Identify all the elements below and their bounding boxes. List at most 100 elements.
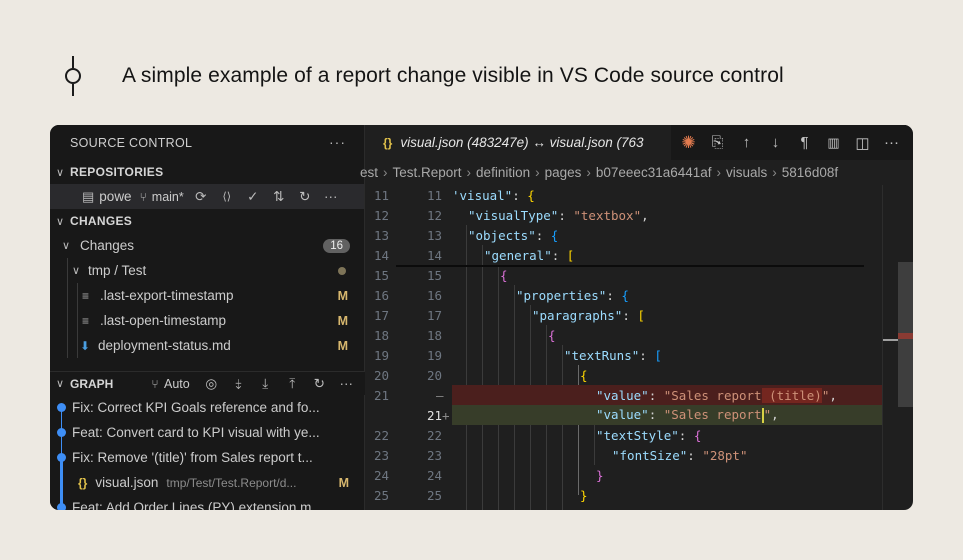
file-name: .last-open-timestamp	[100, 313, 227, 328]
overview-deleted-marker	[898, 333, 913, 339]
branch-name[interactable]: main*	[151, 189, 184, 204]
json-file-icon: {}	[78, 475, 88, 490]
commit-file-row[interactable]: {} visual.json tmp/Test/Test.Report/d...…	[50, 470, 365, 495]
breadcrumb-item[interactable]: pages	[544, 165, 582, 180]
source-control-sidebar: SOURCE CONTROL ··· ∨ REPOSITORIES ▤ powe…	[50, 125, 365, 510]
more-icon[interactable]: ···	[884, 134, 899, 151]
chevron-down-icon: ∨	[72, 265, 81, 277]
diff-editor: {} visual.json (483247e) ↔ visual.json (…	[360, 125, 913, 510]
next-change-icon[interactable]: ↓	[771, 134, 780, 151]
open-file-icon[interactable]: ⎘	[711, 134, 724, 151]
commit-row[interactable]: Feat: Convert card to KPI visual with ye…	[50, 420, 365, 445]
previous-change-icon[interactable]: ↑	[742, 134, 751, 151]
commit-dot-icon	[57, 453, 66, 462]
commit-file-name: visual.json	[95, 475, 159, 490]
graph-auto-button[interactable]: Auto	[164, 376, 190, 391]
caption-text: A simple example of a report change visi…	[122, 64, 784, 87]
show-whitespace-icon[interactable]: ¶	[800, 134, 809, 151]
commit-dot-icon	[57, 503, 66, 510]
sticky-scroll-shadow	[396, 265, 864, 267]
removed-marker-icon: —	[436, 387, 444, 403]
commit-row[interactable]: Fix: Correct KPI Goals reference and fo.…	[50, 395, 365, 420]
file-row[interactable]: ⬇ deployment-status.md M	[50, 333, 364, 358]
chevron-down-icon: ∨	[56, 215, 65, 228]
modified-badge: M	[337, 313, 348, 328]
diff-overview-ruler[interactable]	[882, 185, 913, 510]
sync-icon[interactable]: ⟳	[195, 188, 207, 204]
text-file-icon: ≡	[82, 288, 90, 303]
more-icon[interactable]: ···	[324, 189, 338, 204]
breadcrumb-item[interactable]: visuals	[726, 165, 768, 180]
added-marker-icon: +	[442, 407, 450, 423]
added-line-highlight	[452, 405, 882, 425]
breadcrumb-item[interactable]: est	[360, 165, 379, 180]
repositories-section-header[interactable]: ∨ REPOSITORIES	[50, 160, 364, 184]
deleted-line: 21 — "value": "Sales report (title)",	[366, 385, 913, 405]
markdown-file-icon: ⬇	[80, 338, 91, 353]
pull-request-icon[interactable]: ⇅	[273, 188, 285, 204]
sidebar-title-text: SOURCE CONTROL	[70, 135, 193, 150]
breadcrumb-item[interactable]: 5816d08f	[781, 165, 839, 180]
push-icon[interactable]: ⤒	[289, 375, 296, 391]
fetch-icon[interactable]: ⤈	[235, 375, 242, 391]
commit-message: Feat: Add Order Lines (PY) extension m..…	[72, 500, 323, 510]
changes-section-header[interactable]: ∨ CHANGES	[50, 209, 364, 233]
refresh-icon[interactable]: ↻	[299, 188, 311, 204]
commit-row[interactable]: Feat: Add Order Lines (PY) extension m..…	[50, 495, 365, 510]
modified-badge: M	[337, 288, 348, 303]
changes-count-badge: 16	[323, 238, 350, 253]
target-icon[interactable]: ◎	[205, 375, 218, 391]
check-icon[interactable]: ✓	[247, 188, 259, 204]
folder-row[interactable]: ∨ tmp / Test	[50, 258, 364, 283]
chevron-down-icon: ∨	[56, 166, 65, 179]
comment-code-icon[interactable]: ⟨⟩	[222, 191, 232, 203]
repository-row[interactable]: ▤ powe ⑂ main* ⟳ ⟨⟩ ✓ ⇅ ↻ ···	[50, 184, 364, 209]
graph-header-label: GRAPH	[70, 376, 114, 391]
refresh-icon[interactable]: ↻	[313, 375, 325, 391]
file-name: deployment-status.md	[98, 338, 231, 353]
file-name: .last-export-timestamp	[100, 288, 234, 303]
file-row[interactable]: ≡ .last-export-timestamp M	[50, 283, 364, 308]
editor-toolbar: ✺ ⎘ ↑ ↓ ¶ ▥ ◫ ···	[674, 125, 906, 160]
commit-dot-icon	[57, 403, 66, 412]
json-file-icon: {}	[383, 135, 393, 150]
changes-group[interactable]: ∨ Changes 16	[50, 233, 364, 258]
breadcrumb-item[interactable]: b07eeec31a6441af	[595, 165, 712, 180]
file-row[interactable]: ≡ .last-open-timestamp M	[50, 308, 364, 333]
breadcrumb-item[interactable]: definition	[476, 165, 531, 180]
breadcrumb-item[interactable]: Test.Report	[392, 165, 462, 180]
tab-bar: {} visual.json (483247e) ↔ visual.json (…	[366, 125, 913, 160]
branch-icon[interactable]: ⑂	[151, 376, 159, 391]
commit-row[interactable]: Fix: Remove '(title)' from Sales report …	[50, 445, 365, 470]
commit-message: Fix: Remove '(title)' from Sales report …	[72, 450, 313, 465]
map-icon[interactable]: ▥	[827, 134, 840, 150]
caption: A simple example of a report change visi…	[62, 56, 784, 96]
graph-section-header[interactable]: ∨ GRAPH ⑂ Auto ◎ ⤈ ⤓ ⤒ ↻ ···	[50, 371, 365, 395]
more-icon[interactable]: ···	[339, 376, 353, 391]
modified-badge: M	[337, 338, 348, 353]
tab-visual-json-diff[interactable]: {} visual.json (483247e) ↔ visual.json (…	[366, 125, 671, 160]
code-line: 2626 ]	[366, 505, 913, 511]
more-icon[interactable]: ···	[329, 134, 346, 150]
commit-dot-icon	[57, 428, 66, 437]
branch-icon: ⑂	[139, 189, 147, 204]
git-commit-icon	[62, 56, 84, 96]
repositories-header-label: REPOSITORIES	[70, 165, 164, 179]
split-editor-icon[interactable]: ◫	[855, 134, 870, 152]
graph-list: Fix: Correct KPI Goals reference and fo.…	[50, 395, 365, 510]
copilot-sparkle-icon[interactable]: ✺	[681, 132, 696, 152]
pull-icon[interactable]: ⤓	[262, 375, 269, 391]
changes-group-label: Changes	[80, 238, 135, 253]
